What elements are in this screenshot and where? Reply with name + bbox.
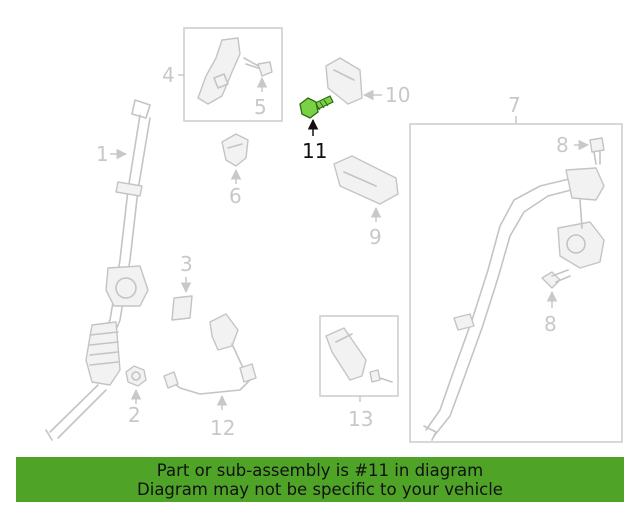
callout-7: 7 [508,93,521,117]
callout-10: 10 [385,83,410,107]
part-8-bolt-upper [589,137,605,165]
callout-2: 2 [128,403,141,427]
callout-11: 11 [302,139,327,163]
callout-4: 4 [162,63,175,87]
part-7-rear-seat-belt [423,167,605,441]
part-2-nut [125,365,147,387]
banner-line-2: Diagram may not be specific to your vehi… [137,480,503,499]
callout-6: 6 [229,184,242,208]
part-12-buckle-harness [163,313,257,395]
part-8-bolt-lower [541,269,571,289]
group-box-13 [319,315,399,397]
callout-13: 13 [348,407,373,431]
callout-9: 9 [369,225,382,249]
callout-8-lower: 8 [544,312,557,336]
part-9-trim [333,155,399,205]
part-6-guide [221,133,249,167]
callout-3: 3 [180,252,193,276]
callout-5: 5 [254,95,267,119]
part-3-label [171,295,193,321]
callout-12: 12 [210,416,235,440]
callout-8-upper: 8 [556,133,569,157]
part-11-bolt-highlighted [299,95,334,119]
banner-line-1: Part or sub-assembly is #11 in diagram [156,461,484,480]
part-1-seat-belt-assembly [45,99,151,441]
part-13-buckle-kit [325,327,393,383]
info-banner: Part or sub-assembly is #11 in diagram D… [16,457,624,502]
part-5-bolt [243,57,273,77]
part-4-height-adjuster [197,37,241,105]
part-10-anchor [325,57,363,105]
callout-1: 1 [96,142,109,166]
